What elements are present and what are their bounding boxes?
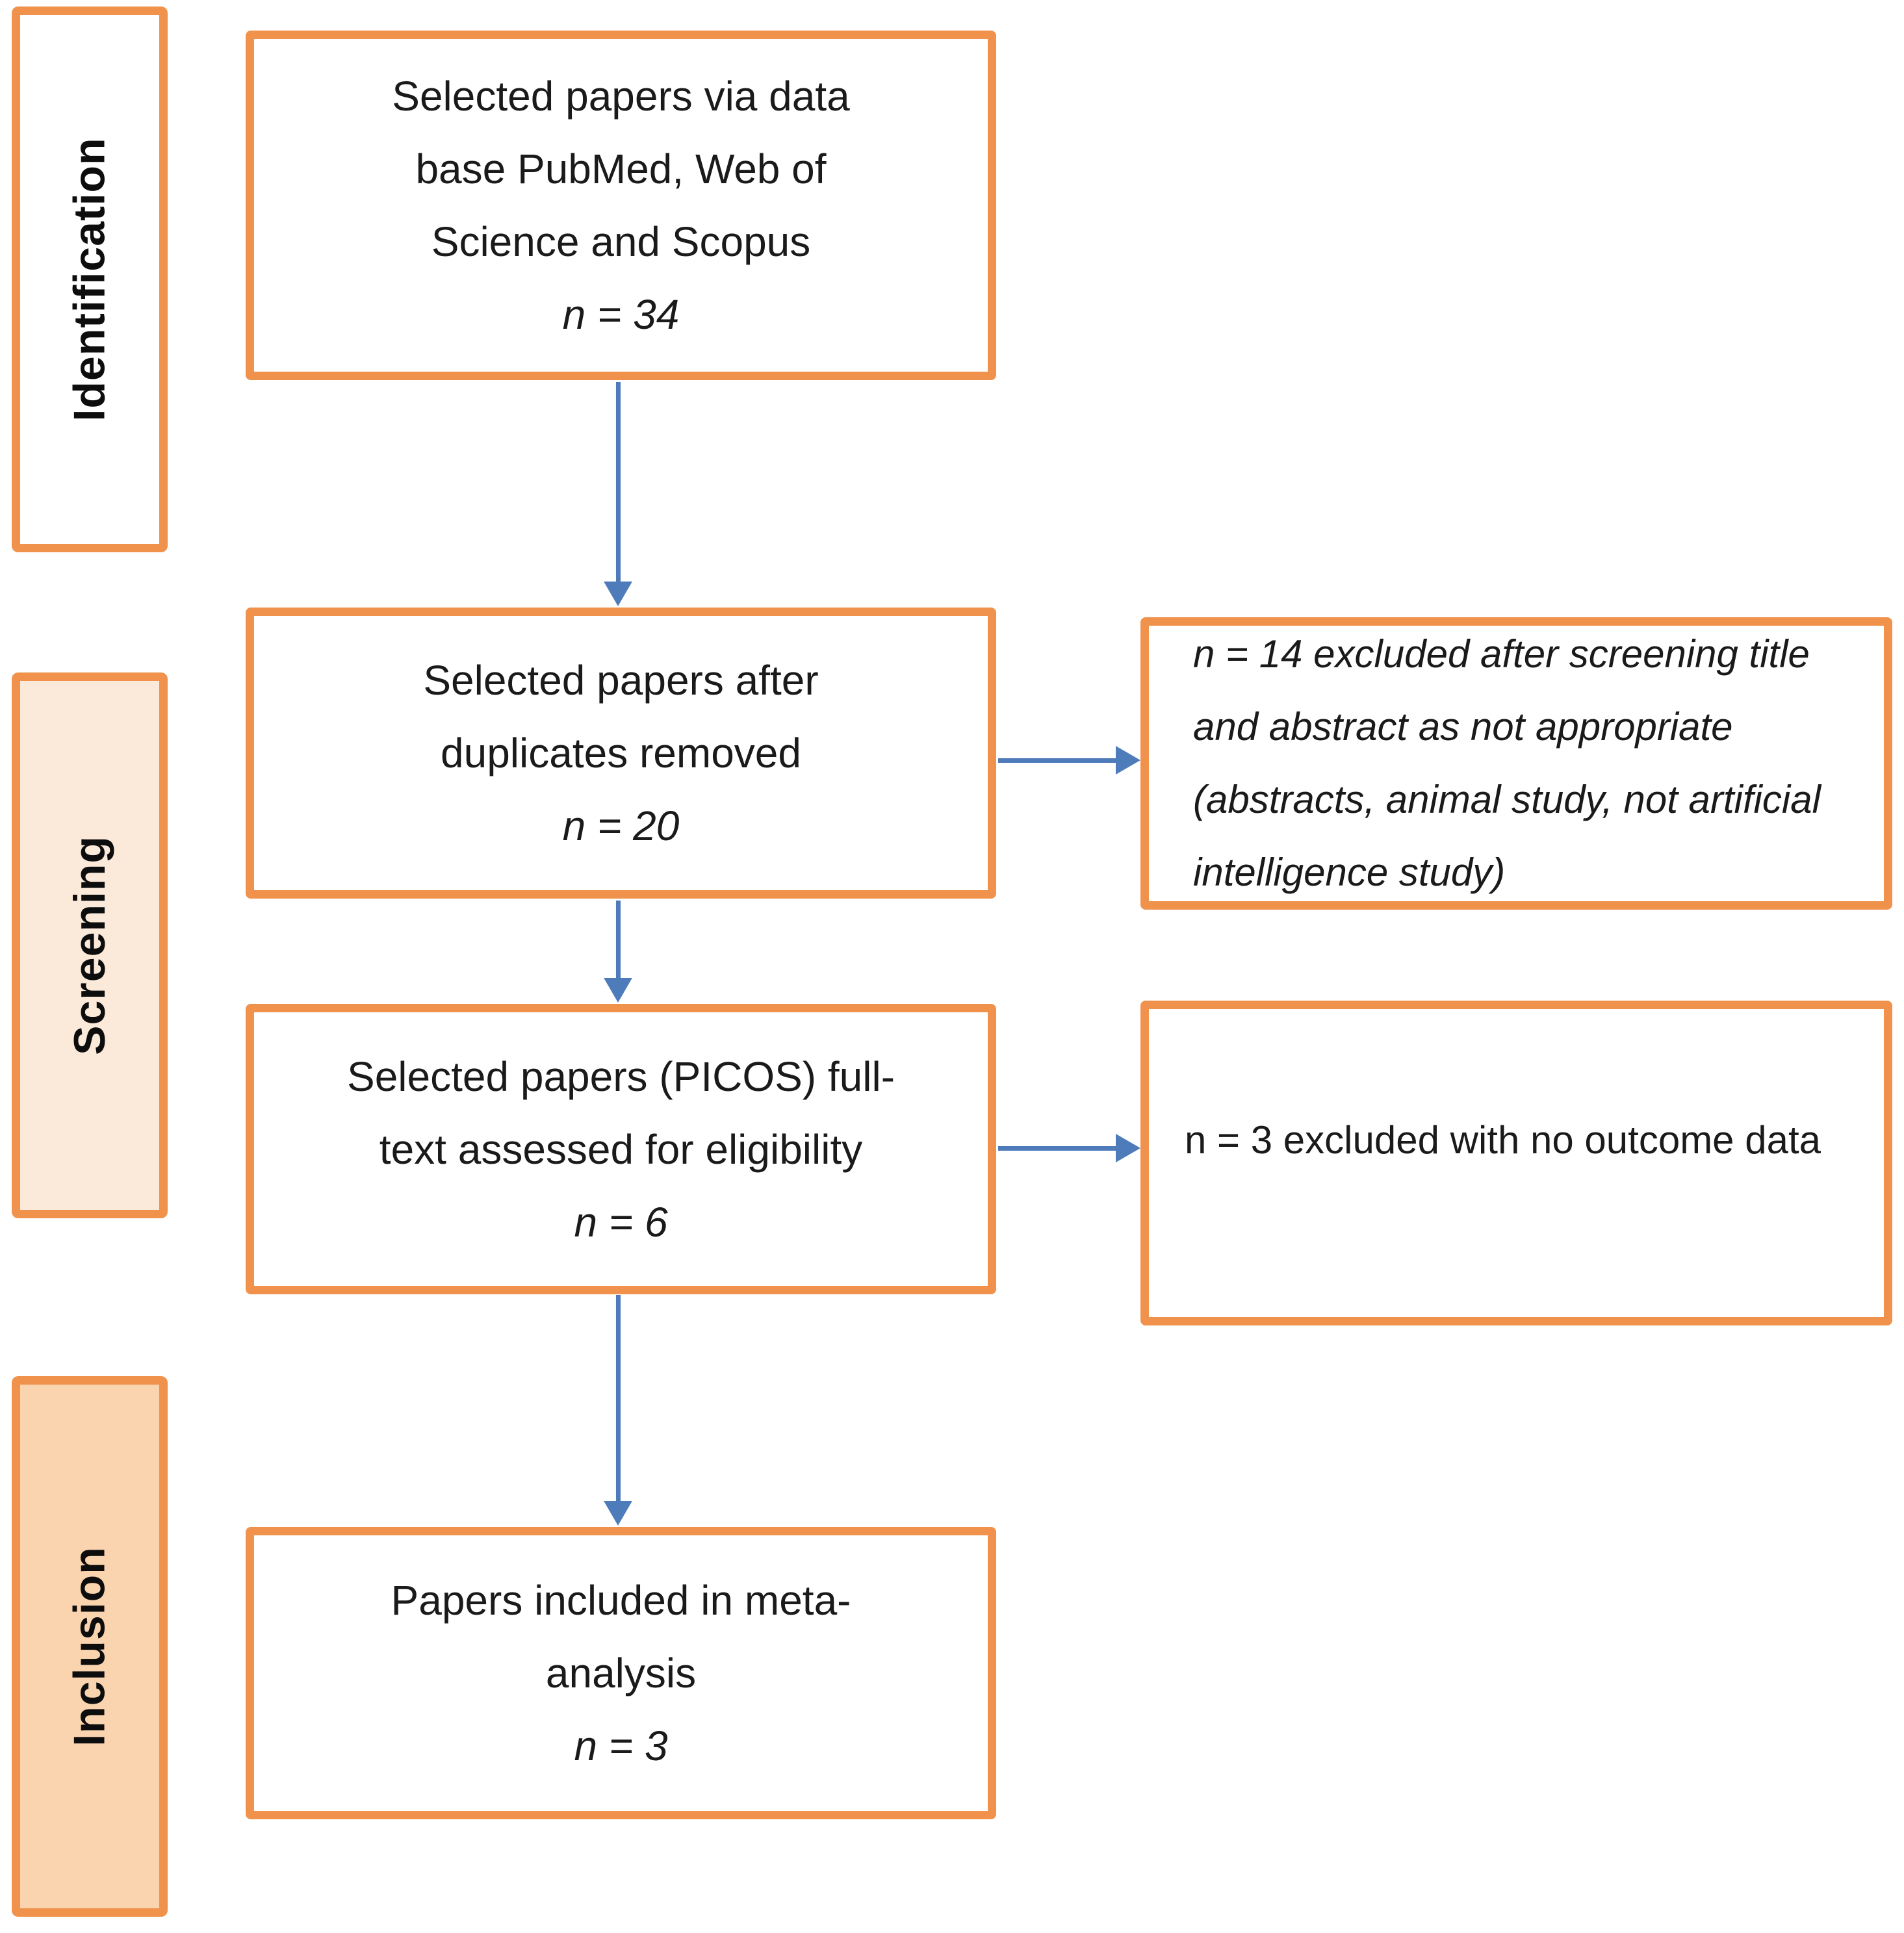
box-selected-papers-databases: Selected papers via data base PubMed, We… xyxy=(246,31,996,380)
box-included-meta-analysis: Papers included in meta- analysis n = 3 xyxy=(246,1527,996,1819)
arrow-shaft xyxy=(616,901,621,979)
arrow-down-icon xyxy=(604,978,632,1003)
box-count: n = 20 xyxy=(562,802,680,849)
arrow-shaft xyxy=(998,1146,1117,1151)
stage-box-inclusion: Inclusion xyxy=(12,1376,168,1917)
box-duplicates-removed: Selected papers after duplicates removed… xyxy=(246,608,996,899)
box-text-line: base PubMed, Web of xyxy=(415,146,827,192)
arrow-right-icon xyxy=(1116,1134,1140,1162)
right-arrow-to-excluded-no-outcome xyxy=(998,1134,1140,1162)
right-arrow-to-excluded-screening xyxy=(998,746,1140,774)
arrow-down-icon xyxy=(604,1501,632,1526)
down-arrow-identification-to-screening xyxy=(604,382,632,606)
box-text-line: n = 14 excluded after screening title xyxy=(1193,632,1810,676)
box-text-line: Papers included in meta- xyxy=(391,1577,851,1624)
box-text-line: Selected papers (PICOS) full- xyxy=(347,1053,895,1100)
box-fulltext-assessed: Selected papers (PICOS) full- text asses… xyxy=(246,1004,996,1294)
stage-label-inclusion: Inclusion xyxy=(65,1546,114,1747)
box-text-line: text assessed for eligibility xyxy=(379,1125,863,1173)
stage-label-identification: Identification xyxy=(65,137,115,422)
box-count: n = 6 xyxy=(574,1198,668,1246)
box-text-line: intelligence study) xyxy=(1193,851,1506,894)
stage-box-screening: Screening xyxy=(12,672,168,1218)
box-count: n = 34 xyxy=(562,291,680,338)
box-text-line: duplicates removed xyxy=(441,730,801,776)
stage-label-screening: Screening xyxy=(65,836,114,1055)
box-text-line: and abstract as not appropriate xyxy=(1193,705,1733,749)
arrow-shaft xyxy=(998,758,1117,763)
box-text-line: analysis xyxy=(545,1650,697,1696)
box-text-line: Science and Scopus xyxy=(431,218,811,265)
down-arrow-fulltext-to-included xyxy=(604,1295,632,1526)
box-text-line: Selected papers via data xyxy=(392,73,850,120)
stage-box-identification: Identification xyxy=(12,6,168,552)
down-arrow-duplicates-to-fulltext xyxy=(604,901,632,1003)
arrow-down-icon xyxy=(604,582,632,606)
box-text-line: (abstracts, animal study, not artificial xyxy=(1193,778,1821,821)
arrow-shaft xyxy=(616,1295,621,1502)
arrow-shaft xyxy=(616,382,621,583)
box-text-line: n = 3 excluded with no outcome data xyxy=(1185,1118,1821,1162)
arrow-right-icon xyxy=(1116,746,1140,774)
box-count: n = 3 xyxy=(574,1722,668,1769)
box-excluded-title-abstract: n = 14 excluded after screening title an… xyxy=(1140,617,1892,910)
box-excluded-no-outcome-data: n = 3 excluded with no outcome data xyxy=(1140,1001,1892,1325)
box-text-line: Selected papers after xyxy=(423,657,819,704)
